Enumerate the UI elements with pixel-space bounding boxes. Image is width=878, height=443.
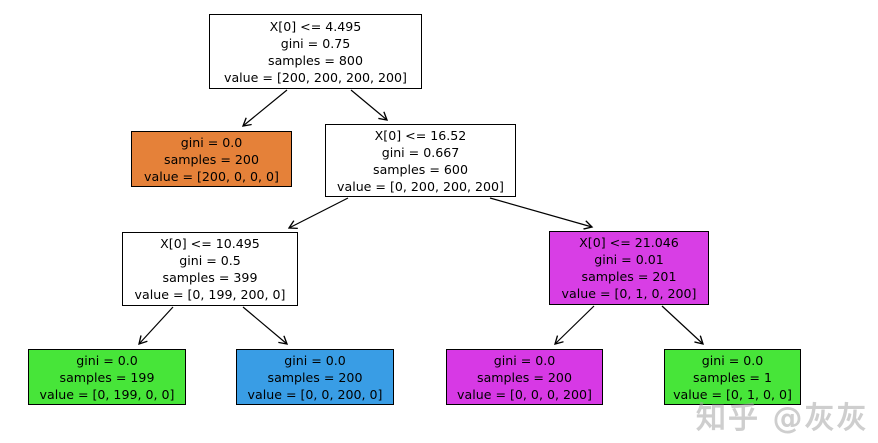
node-value: value = [0, 0, 200, 0] — [247, 386, 383, 402]
node-gini: gini = 0.5 — [179, 253, 241, 268]
node-gini: gini = 0.75 — [280, 35, 351, 51]
edge-r-right — [489, 197, 592, 227]
edge-rr-left — [555, 305, 595, 344]
node-value: value = [0, 1, 0, 200] — [561, 286, 697, 301]
node-samples: samples = 201 — [581, 269, 677, 284]
edge-rl-left — [139, 306, 174, 344]
tree-leaf-class0: gini = 0.0 samples = 200 value = [200, 0… — [131, 131, 292, 187]
tree-leaf-class1-single: gini = 0.0 samples = 1 value = [0, 1, 0,… — [664, 349, 801, 405]
node-samples: samples = 600 — [373, 161, 468, 177]
edge-rr-right — [661, 305, 703, 344]
zhihu-watermark: 知乎 @灰灰 — [696, 401, 869, 436]
node-split-condition: X[0] <= 4.495 — [269, 18, 362, 34]
node-gini: gini = 0.0 — [180, 134, 243, 150]
node-gini: gini = 0.01 — [594, 252, 664, 267]
node-gini: gini = 0.667 — [381, 144, 460, 160]
node-value: value = [0, 199, 200, 0] — [134, 287, 286, 302]
node-value: value = [200, 200, 200, 200] — [224, 69, 407, 85]
node-samples: samples = 199 — [59, 369, 155, 385]
edge-rl-right — [242, 306, 287, 344]
node-value: value = [0, 199, 0, 0] — [39, 386, 175, 402]
tree-leaf-class3: gini = 0.0 samples = 200 value = [0, 0, … — [446, 349, 603, 405]
node-value: value = [200, 0, 0, 0] — [144, 168, 279, 184]
node-samples: samples = 200 — [267, 369, 363, 385]
tree-node-split-16-52: X[0] <= 16.52 gini = 0.667 samples = 600… — [325, 124, 516, 197]
node-value: value = [0, 0, 0, 200] — [457, 386, 592, 402]
node-value: value = [0, 1, 0, 0] — [673, 386, 792, 402]
edge-r-left — [289, 197, 349, 228]
edge-root-left — [243, 89, 288, 126]
node-gini: gini = 0.0 — [701, 352, 764, 368]
edge-root-right — [350, 89, 387, 120]
tree-node-split-10-495: X[0] <= 10.495 gini = 0.5 samples = 399 … — [122, 232, 298, 306]
tree-node-split-21-046: X[0] <= 21.046 gini = 0.01 samples = 201… — [549, 231, 709, 305]
node-gini: gini = 0.0 — [76, 352, 138, 368]
tree-leaf-class1-large: gini = 0.0 samples = 199 value = [0, 199… — [28, 349, 186, 405]
node-split-condition: X[0] <= 10.495 — [160, 236, 260, 251]
node-gini: gini = 0.0 — [493, 352, 556, 368]
tree-leaf-class2: gini = 0.0 samples = 200 value = [0, 0, … — [236, 349, 394, 405]
node-samples: samples = 800 — [268, 52, 363, 68]
tree-node-root: X[0] <= 4.495 gini = 0.75 samples = 800 … — [209, 14, 422, 89]
node-gini: gini = 0.0 — [284, 352, 346, 368]
node-samples: samples = 200 — [477, 369, 572, 385]
node-samples: samples = 200 — [164, 151, 259, 167]
node-split-condition: X[0] <= 21.046 — [579, 235, 679, 250]
node-value: value = [0, 200, 200, 200] — [337, 178, 504, 194]
node-samples: samples = 1 — [693, 369, 772, 385]
node-samples: samples = 399 — [162, 270, 258, 285]
node-split-condition: X[0] <= 16.52 — [374, 127, 467, 143]
